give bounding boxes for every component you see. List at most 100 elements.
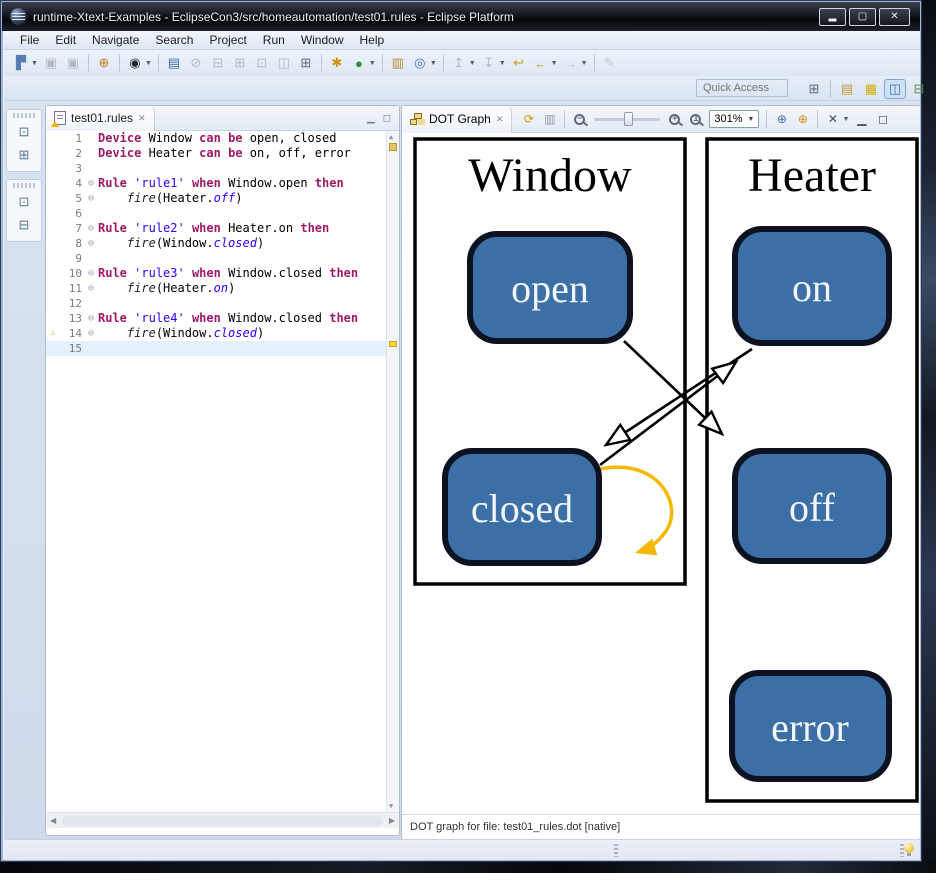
scroll-up-icon[interactable]: ▲ xyxy=(389,133,394,141)
lightbulb-icon[interactable] xyxy=(904,843,914,856)
code-line-13[interactable]: 13⊖Rule 'rule4' when Window.closed then xyxy=(46,311,399,326)
view-stack-grip[interactable] xyxy=(13,183,35,188)
code-line-5[interactable]: 5⊖ fire(Heater.off) xyxy=(46,191,399,206)
code-line-12[interactable]: 12 xyxy=(46,296,399,311)
minimize-button[interactable]: ▂ xyxy=(819,7,846,26)
zoom-fit-icon[interactable]: ⊕ xyxy=(797,112,808,126)
zoom-slider-thumb[interactable] xyxy=(624,112,634,126)
close-button[interactable]: ✕ xyxy=(879,7,910,26)
editor-tab-test01-rules[interactable]: test01.rules ✕ xyxy=(46,106,155,131)
editor-overview-ruler[interactable]: ▲ ▼ xyxy=(386,131,399,812)
quick-access-input[interactable] xyxy=(696,79,788,97)
skip-breakpoints-icon[interactable]: ⊘ xyxy=(190,55,202,70)
titlebar[interactable]: runtime-Xtext-Examples - EclipseCon3/src… xyxy=(2,2,920,31)
scroll-left-icon[interactable]: ◀ xyxy=(50,816,57,825)
prev-annotation-icon[interactable]: ↥ xyxy=(453,55,465,70)
next-annotation-dropdown-icon[interactable]: ▼ xyxy=(498,59,506,67)
edge-closed-to-on[interactable] xyxy=(599,360,739,467)
outline-view-icon[interactable]: ⊟ xyxy=(18,217,30,232)
save-icon[interactable]: ▣ xyxy=(44,55,58,70)
dot-graph-tab[interactable]: DOT Graph ✕ xyxy=(402,106,513,133)
forward-history-icon[interactable]: → xyxy=(564,55,578,71)
menu-edit[interactable]: Edit xyxy=(55,33,77,47)
next-annotation-icon[interactable]: ↧ xyxy=(483,55,495,70)
menu-file[interactable]: File xyxy=(20,33,40,47)
node-open[interactable] xyxy=(467,231,633,344)
editor-horizontal-scrollbar[interactable]: ◀ ▶ xyxy=(46,812,399,828)
scroll-down-icon[interactable]: ▼ xyxy=(389,802,394,810)
run-dropdown-icon[interactable]: ▼ xyxy=(368,59,376,67)
sync-graph-icon[interactable]: ⟳ xyxy=(523,112,534,126)
run-icon[interactable]: ● xyxy=(354,55,363,71)
scroll-right-icon[interactable]: ▶ xyxy=(388,816,395,825)
code-line-11[interactable]: 11⊖ fire(Heater.on) xyxy=(46,281,399,296)
editor-maximize-icon[interactable]: ◻ xyxy=(382,112,391,124)
new-wizard-icon[interactable]: ▛ xyxy=(16,55,26,70)
code-line-3[interactable]: 3 xyxy=(46,161,399,176)
fold-icon[interactable]: ⊖ xyxy=(87,328,95,339)
code-line-6[interactable]: 6 xyxy=(46,206,399,221)
prev-annotation-dropdown-icon[interactable]: ▼ xyxy=(468,59,476,67)
zoom-level-combo[interactable]: 301%▼ xyxy=(709,110,760,128)
zoom-combo-dropdown-icon[interactable]: ▼ xyxy=(747,115,755,123)
zoom-in-icon[interactable]: + xyxy=(665,110,684,129)
build-icon[interactable]: ⊕ xyxy=(98,55,110,70)
node-on[interactable] xyxy=(732,226,892,346)
external-tools-icon[interactable]: ✱ xyxy=(331,55,343,70)
editor-tab-close-icon[interactable]: ✕ xyxy=(138,112,146,123)
menu-project[interactable]: Project xyxy=(209,33,247,47)
maximize-view-icon[interactable]: ◻ xyxy=(877,112,888,126)
back-history-dropdown-icon[interactable]: ▼ xyxy=(550,59,558,67)
perspective-resource-icon[interactable]: ▤ xyxy=(840,80,854,96)
overview-occurrence-marker[interactable] xyxy=(389,143,397,151)
code-line-4[interactable]: 4⊖Rule 'rule1' when Window.open then xyxy=(46,176,399,191)
restore-package-explorer-icon[interactable]: ⊡ xyxy=(18,124,30,139)
edge-closed-self-loop[interactable] xyxy=(599,465,674,556)
zoom-out-icon[interactable]: − xyxy=(570,110,589,129)
dot-graph-canvas[interactable]: Window Heater open closed on xyxy=(402,133,920,814)
fold-icon[interactable]: ⊖ xyxy=(87,238,95,249)
fold-icon[interactable]: ⊖ xyxy=(87,283,95,294)
user-profile-icon[interactable]: ◉ xyxy=(129,55,141,70)
zoom-selection-icon[interactable]: ⊕ xyxy=(776,112,787,126)
search-dropdown-icon[interactable]: ▼ xyxy=(429,59,437,67)
menu-run[interactable]: Run xyxy=(262,33,285,47)
menu-window[interactable]: Window xyxy=(300,33,344,47)
fold-icon[interactable]: ⊖ xyxy=(87,193,95,204)
node-error[interactable] xyxy=(729,670,892,782)
code-line-9[interactable]: 9 xyxy=(46,251,399,266)
last-edit-location-icon[interactable]: ↩ xyxy=(513,55,525,70)
minimize-view-icon[interactable]: ▁ xyxy=(857,112,867,126)
debug-step-over-icon[interactable]: ⊟ xyxy=(212,55,224,70)
edge-open-to-off[interactable] xyxy=(623,340,725,437)
statusbar-grip-1[interactable] xyxy=(614,844,618,857)
search-icon[interactable]: ◎ xyxy=(414,55,426,70)
perspective-dsl-icon[interactable]: ◫ xyxy=(884,78,906,99)
user-profile-dropdown-icon[interactable]: ▼ xyxy=(144,59,152,67)
debug-step-into-icon[interactable]: ⊞ xyxy=(234,55,246,70)
forward-history-dropdown-icon[interactable]: ▼ xyxy=(580,59,588,67)
node-off[interactable] xyxy=(732,448,892,564)
fold-icon[interactable]: ⊖ xyxy=(87,223,95,234)
cluster-window[interactable] xyxy=(413,137,687,586)
overview-warning-marker[interactable] xyxy=(389,341,397,347)
node-closed[interactable] xyxy=(442,448,602,566)
cluster-heater[interactable] xyxy=(705,137,919,803)
pin-editor-icon[interactable]: ✎ xyxy=(604,55,615,70)
menu-navigate[interactable]: Navigate xyxy=(92,33,140,47)
zoom-slider[interactable] xyxy=(594,111,661,127)
collapse-all-icon[interactable]: ✕ xyxy=(827,112,838,126)
hscroll-track[interactable] xyxy=(62,815,383,826)
debug-step-return-icon[interactable]: ⊡ xyxy=(256,55,268,70)
fold-icon[interactable]: ⊖ xyxy=(87,268,95,279)
edge-on-to-closed[interactable] xyxy=(603,347,753,447)
fold-icon[interactable]: ⊖ xyxy=(87,313,95,324)
code-line-14[interactable]: ⚠14⊖ fire(Window.closed) xyxy=(46,326,399,341)
code-line-10[interactable]: 10⊖Rule 'rule3' when Window.closed then xyxy=(46,266,399,281)
console-icon[interactable]: ▤ xyxy=(167,55,181,70)
copy-graph-icon[interactable]: ▥ xyxy=(544,112,556,126)
menu-search[interactable]: Search xyxy=(155,33,194,47)
